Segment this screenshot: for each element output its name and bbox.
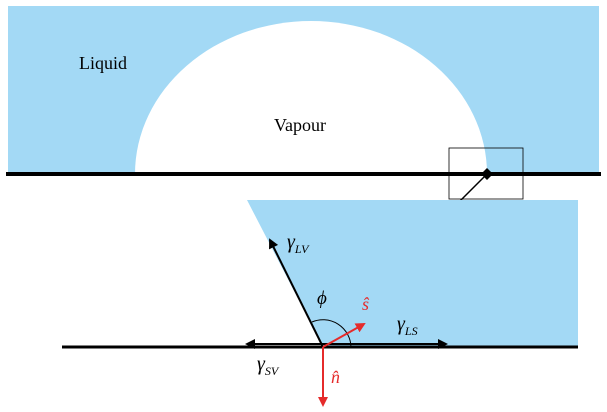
angle-arc — [311, 319, 352, 348]
gamma-lv-vector — [269, 238, 324, 348]
gamma-ls-label: γLS — [397, 313, 418, 338]
s-hat-vector — [322, 323, 366, 348]
gamma-lv-label: γLV — [287, 231, 310, 256]
svg-text:γLV: γLV — [287, 231, 310, 256]
liquid-label: Liquid — [79, 53, 127, 73]
bottom-panel: γLV γLS γSV ϕ ŝ n̂ — [62, 200, 578, 407]
top-panel: Liquid Vapour — [6, 6, 601, 231]
angle-phi-label: ϕ — [317, 288, 327, 309]
s-hat-label: ŝ — [362, 294, 370, 314]
gamma-sv-label: γSV — [257, 353, 280, 378]
liquid-wedge — [247, 200, 578, 347]
n-hat-label: n̂ — [331, 367, 340, 387]
svg-text:γLS: γLS — [397, 313, 418, 338]
svg-text:γSV: γSV — [257, 353, 280, 378]
zoom-box — [448, 147, 524, 200]
vapour-bubble — [135, 21, 487, 174]
vapour-label: Vapour — [274, 115, 326, 135]
